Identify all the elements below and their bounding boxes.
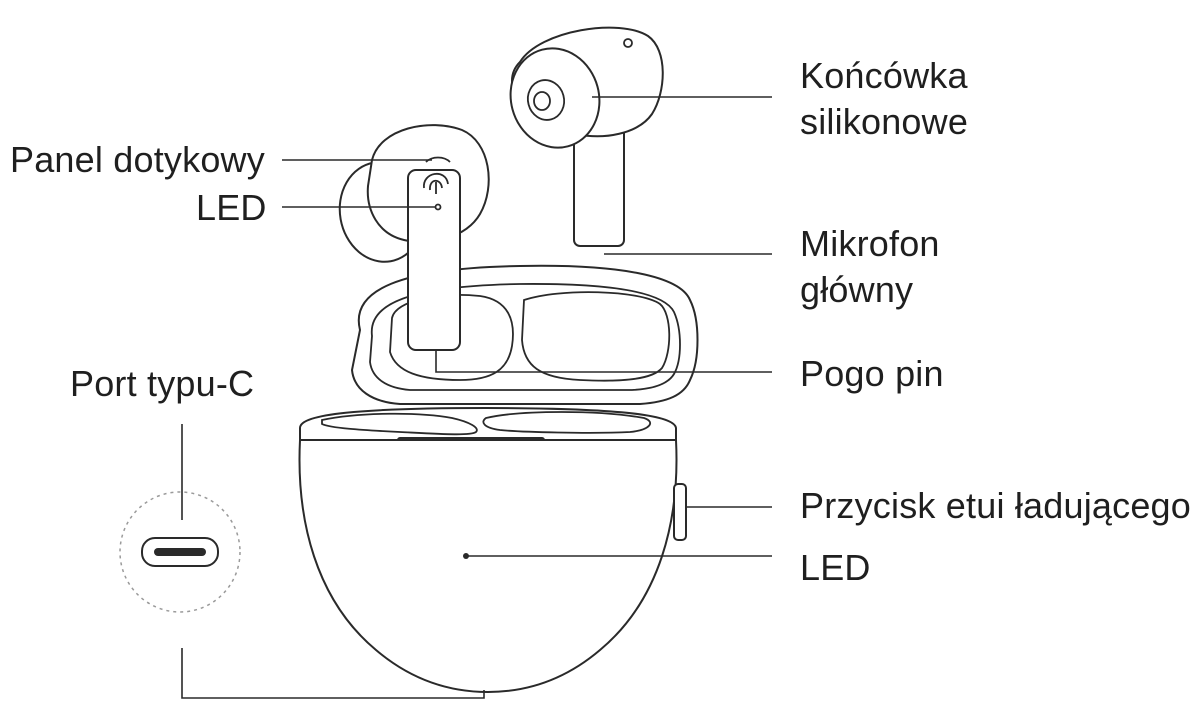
- label-led-case: LED: [800, 547, 871, 588]
- label-touch-panel: Panel dotykowy: [10, 139, 265, 180]
- label-ear-tips-line1: Końcówka: [800, 55, 968, 96]
- left-earbud: [338, 124, 490, 351]
- label-mic-line1: Mikrofon: [800, 223, 940, 264]
- label-case-button: Przycisk etui ładującego: [800, 485, 1191, 526]
- right-earbud: [509, 26, 664, 247]
- label-pogo-pin: Pogo pin: [800, 353, 944, 394]
- leader-lines: [181, 96, 772, 699]
- case-lid: [350, 264, 699, 405]
- label-mic-line2: główny: [800, 269, 914, 310]
- label-led-top: LED: [196, 187, 267, 228]
- label-usb-port: Port typu-C: [70, 363, 255, 404]
- case-body: [298, 406, 687, 694]
- usb-c-port-inset: [119, 491, 241, 613]
- label-ear-tips-line2: silikonowe: [800, 101, 969, 142]
